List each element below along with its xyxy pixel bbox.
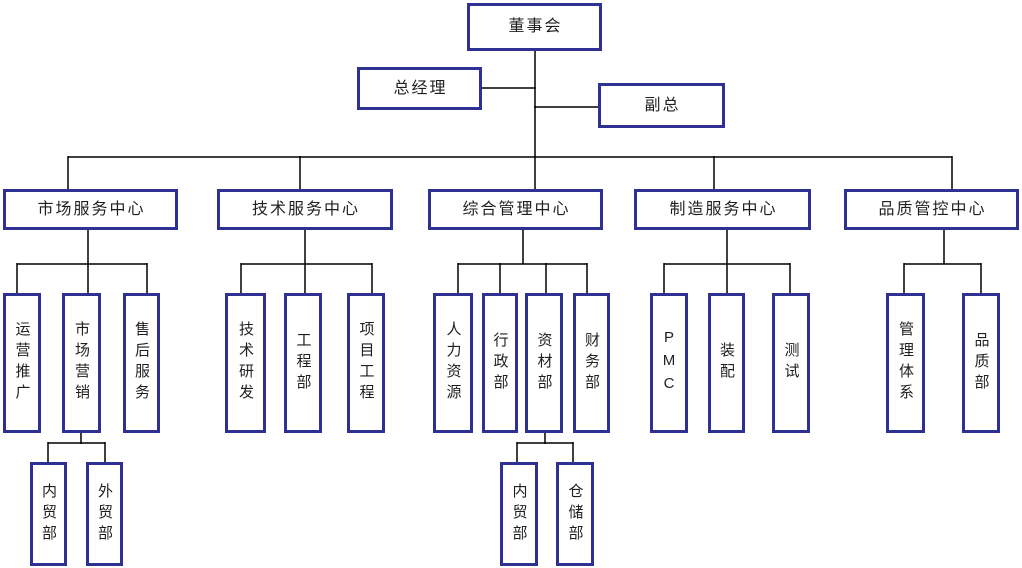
org-node-quality-dept: 品质部 bbox=[962, 293, 1000, 433]
org-node-tech-service-center: 技术服务中心 bbox=[217, 189, 393, 230]
org-node-assembly: 装配 bbox=[708, 293, 745, 433]
org-node-engineering-dept: 工程部 bbox=[284, 293, 322, 433]
org-node-domestic-trade-materials: 内贸部 bbox=[500, 462, 538, 566]
org-node-marketing: 市场营销 bbox=[62, 293, 101, 433]
org-node-project-engineering: 项目工程 bbox=[347, 293, 385, 433]
org-node-quality-center: 品质管控中心 bbox=[844, 189, 1019, 230]
org-node-human-resources: 人力资源 bbox=[433, 293, 473, 433]
org-node-general-manager: 总经理 bbox=[357, 67, 482, 110]
org-node-market-service-center: 市场服务中心 bbox=[3, 189, 178, 230]
org-node-management-system: 管理体系 bbox=[886, 293, 925, 433]
org-node-foreign-trade: 外贸部 bbox=[86, 462, 123, 566]
org-node-pmc: PMC bbox=[650, 293, 688, 433]
org-node-testing: 测试 bbox=[772, 293, 810, 433]
org-node-admin-center: 综合管理中心 bbox=[428, 189, 603, 230]
org-node-administration-dept: 行政部 bbox=[482, 293, 518, 433]
org-node-after-sales-service: 售后服务 bbox=[123, 293, 160, 433]
org-node-deputy-general-manager: 副总 bbox=[598, 83, 725, 128]
org-node-tech-rnd: 技术研发 bbox=[225, 293, 266, 433]
org-node-operations-promotion: 运营推广 bbox=[3, 293, 41, 433]
org-node-manufacturing-center: 制造服务中心 bbox=[634, 189, 811, 230]
org-node-finance-dept: 财务部 bbox=[573, 293, 610, 433]
org-node-warehouse-dept: 仓储部 bbox=[556, 462, 594, 566]
org-node-materials-dept: 资材部 bbox=[525, 293, 563, 433]
org-node-board: 董事会 bbox=[467, 3, 602, 51]
org-node-domestic-trade-marketing: 内贸部 bbox=[30, 462, 67, 566]
